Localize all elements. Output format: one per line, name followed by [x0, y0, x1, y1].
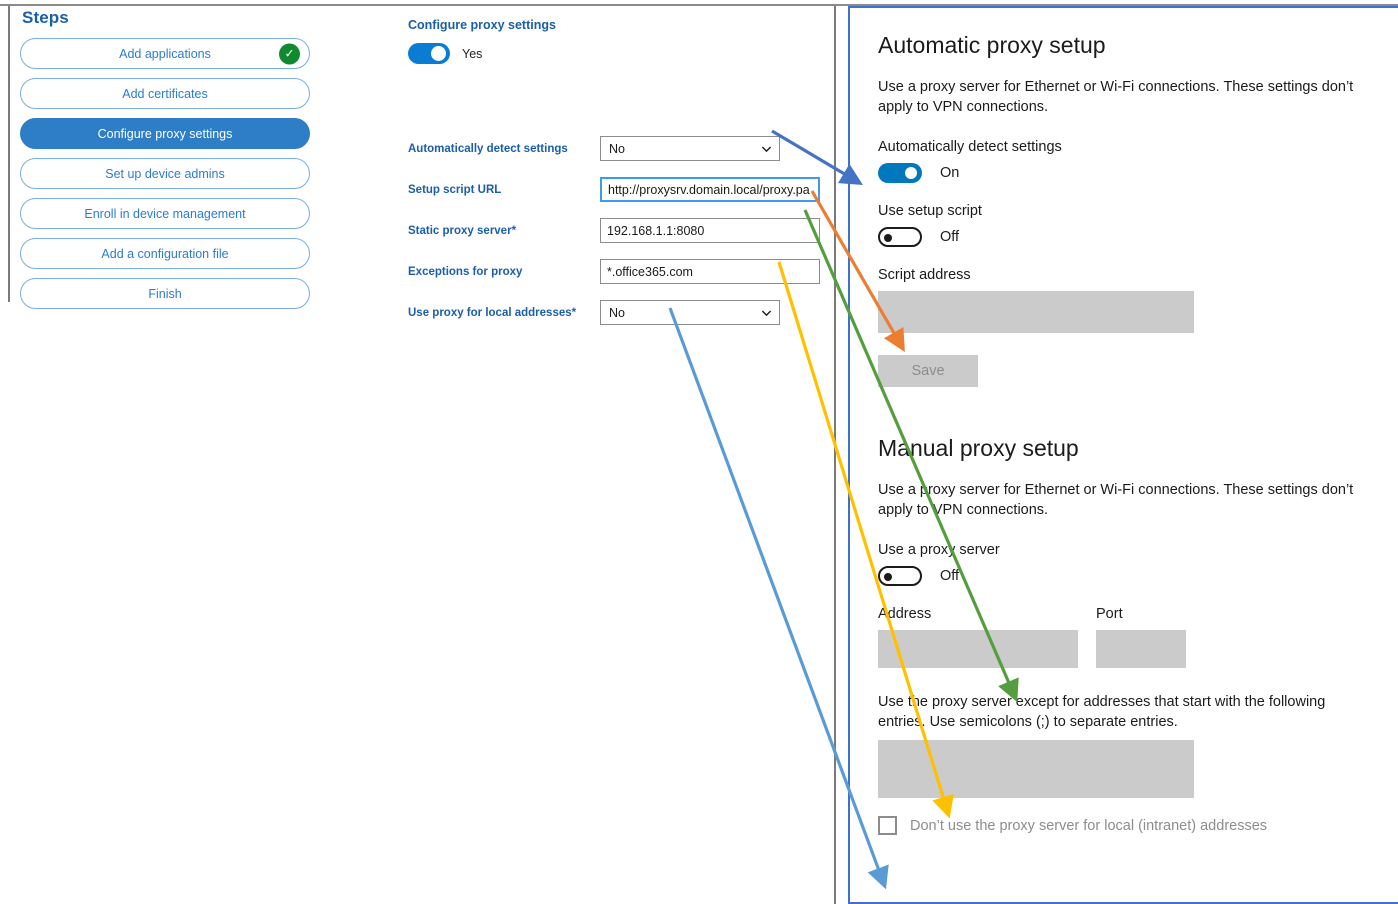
automatically-detect-settings-label: Automatically detect settings [878, 139, 1062, 155]
address-port-row: Address Port [878, 606, 1368, 668]
check-circle-icon: ✓ [279, 43, 300, 64]
input-value: 192.168.1.1:8080 [607, 223, 705, 238]
field-use-proxy-for-local-addresses: Use proxy for local addresses* No [408, 292, 828, 333]
save-button[interactable]: Save [878, 355, 978, 387]
use-proxy-for-local-addresses-select[interactable]: No [600, 300, 780, 325]
steps-title: Steps [22, 8, 69, 27]
step-item-set-up-device-admins[interactable]: Set up device admins [20, 158, 310, 189]
steps-panel: Steps Add applications ✓ Add certificate… [20, 8, 310, 318]
automatically-detect-settings-toggle[interactable] [878, 163, 922, 183]
script-address-label: Script address [878, 267, 971, 283]
configure-proxy-toggle-label: Yes [462, 46, 483, 61]
automatic-proxy-setup-description: Use a proxy server for Ethernet or Wi-Fi… [878, 79, 1354, 115]
use-a-proxy-server-state: Off [940, 568, 960, 584]
exceptions-input[interactable] [878, 740, 1194, 798]
field-setup-script-url: Setup script URL http://proxysrv.domain.… [408, 169, 828, 210]
field-static-proxy-server: Static proxy server* 192.168.1.1:8080 [408, 210, 828, 251]
setup-script-url-input[interactable]: http://proxysrv.domain.local/proxy.pa [600, 177, 820, 202]
configure-proxy-toggle[interactable] [408, 43, 450, 64]
windows-proxy-settings-panel: Automatic proxy setup Use a proxy server… [848, 6, 1398, 904]
field-exceptions-for-proxy: Exceptions for proxy *.office365.com [408, 251, 828, 292]
use-setup-script-label: Use setup script [878, 203, 982, 219]
step-label: Add certificates [122, 86, 208, 101]
step-item-finish[interactable]: Finish [20, 278, 310, 309]
step-label: Enroll in device management [84, 206, 246, 221]
select-value: No [609, 305, 625, 320]
use-a-proxy-server-toggle[interactable] [878, 566, 922, 586]
automatically-detect-settings-row: On [878, 163, 1368, 183]
automatically-detect-settings-select[interactable]: No [600, 136, 780, 161]
step-label: Add applications [119, 46, 211, 61]
bypass-local-addresses-label: Don’t use the proxy server for local (in… [910, 817, 1268, 834]
bypass-local-addresses-row: Don’t use the proxy server for local (in… [878, 816, 1368, 835]
proxy-form-panel: Configure proxy settings Yes [408, 18, 828, 64]
static-proxy-server-input[interactable]: 192.168.1.1:8080 [600, 218, 820, 243]
top-divider [0, 4, 1398, 6]
exceptions-for-proxy-input[interactable]: *.office365.com [600, 259, 820, 284]
use-a-proxy-server-row: Off [878, 566, 1368, 586]
field-automatically-detect-settings: Automatically detect settings No [408, 128, 828, 169]
left-divider [8, 6, 10, 302]
field-label: Automatically detect settings [408, 142, 568, 155]
input-value: http://proxysrv.domain.local/proxy.pa [608, 182, 810, 197]
use-setup-script-toggle[interactable] [878, 227, 922, 247]
step-item-add-certificates[interactable]: Add certificates [20, 78, 310, 109]
field-label: Exceptions for proxy [408, 265, 523, 278]
field-label: Static proxy server* [408, 224, 517, 237]
use-setup-script-row: Off [878, 227, 1368, 247]
configure-proxy-toggle-row: Yes [408, 43, 828, 64]
form-heading: Configure proxy settings [408, 18, 556, 32]
address-input[interactable] [878, 630, 1078, 668]
select-value: No [609, 141, 625, 156]
use-setup-script-state: Off [940, 229, 960, 245]
field-label: Setup script URL [408, 183, 502, 196]
step-label: Add a configuration file [101, 246, 229, 261]
middle-divider [834, 6, 836, 904]
chevron-down-icon [761, 145, 772, 152]
field-label: Use proxy for local addresses* [408, 306, 577, 319]
manual-proxy-setup-heading: Manual proxy setup [878, 435, 1079, 461]
port-label: Port [1096, 606, 1123, 622]
chevron-down-icon [761, 309, 772, 316]
use-a-proxy-server-label: Use a proxy server [878, 542, 1000, 558]
step-label: Set up device admins [105, 166, 225, 181]
automatic-proxy-setup-heading: Automatic proxy setup [878, 32, 1106, 58]
step-item-enroll-in-device-management[interactable]: Enroll in device management [20, 198, 310, 229]
step-label: Finish [148, 286, 182, 301]
manual-proxy-setup-description: Use a proxy server for Ethernet or Wi-Fi… [878, 482, 1354, 518]
script-address-input[interactable] [878, 291, 1194, 333]
bypass-local-addresses-checkbox[interactable] [878, 816, 897, 835]
step-item-configure-proxy-settings[interactable]: Configure proxy settings [20, 118, 310, 149]
address-label: Address [878, 606, 932, 622]
exceptions-description: Use the proxy server except for addresse… [878, 694, 1326, 730]
save-button-label: Save [911, 363, 945, 379]
automatically-detect-settings-state: On [940, 165, 960, 181]
input-value: *.office365.com [607, 264, 693, 279]
step-label: Configure proxy settings [97, 126, 233, 141]
step-item-add-applications[interactable]: Add applications ✓ [20, 38, 310, 69]
port-input[interactable] [1096, 630, 1186, 668]
proxy-fields: Automatically detect settings No Setup s… [408, 128, 828, 333]
step-item-add-a-configuration-file[interactable]: Add a configuration file [20, 238, 310, 269]
